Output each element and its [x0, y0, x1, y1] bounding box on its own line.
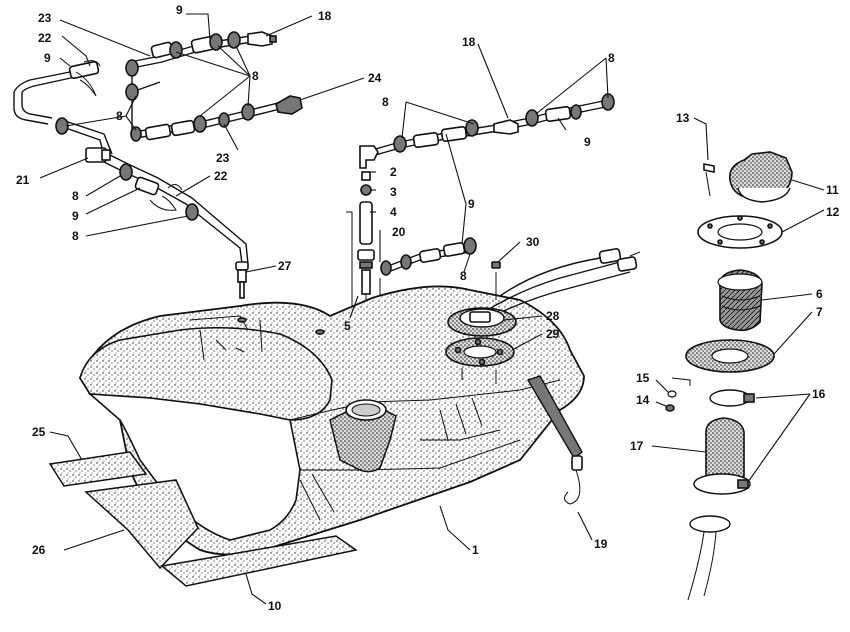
callout-14: 14 — [636, 393, 650, 407]
callout-20: 20 — [392, 225, 406, 239]
callout-23b: 23 — [216, 151, 230, 165]
callout-22a: 22 — [38, 31, 52, 45]
callout-27: 27 — [278, 259, 292, 273]
callout-8f: 8 — [382, 95, 389, 109]
callout-29: 29 — [546, 327, 560, 341]
callout-8d: 8 — [72, 229, 79, 243]
callout-6: 6 — [816, 287, 823, 301]
callout-8a: 8 — [252, 69, 259, 83]
callout-9b: 9 — [176, 3, 183, 17]
callout-9d: 9 — [584, 135, 591, 149]
callout-9e: 9 — [468, 197, 475, 211]
callout-23a: 23 — [38, 11, 52, 25]
callout-8b: 8 — [116, 109, 123, 123]
callout-labels: 23 22 9 9 18 8 8 24 23 21 8 22 9 8 18 8 … — [16, 3, 840, 613]
callout-3: 3 — [390, 185, 397, 199]
callout-10: 10 — [268, 599, 282, 613]
callout-2: 2 — [390, 165, 397, 179]
callout-11: 11 — [826, 183, 839, 197]
mounting-pads — [48, 451, 358, 587]
callout-5: 5 — [344, 319, 351, 333]
callout-18a: 18 — [318, 9, 332, 23]
center-fuel-line-assembly — [317, 93, 615, 383]
callout-13: 13 — [676, 111, 690, 125]
callout-8g: 8 — [460, 269, 467, 283]
leader-lines — [39, 13, 825, 605]
callout-18b: 18 — [462, 35, 476, 49]
callout-8c: 8 — [72, 189, 79, 203]
callout-12: 12 — [826, 205, 840, 219]
callout-17: 17 — [630, 439, 644, 453]
callout-19: 19 — [594, 537, 608, 551]
callout-30: 30 — [526, 235, 540, 249]
callout-4: 4 — [390, 205, 397, 219]
fuel-sender-assembly — [445, 248, 641, 384]
callout-28: 28 — [546, 309, 560, 323]
callout-26: 26 — [32, 543, 46, 557]
callout-21: 21 — [16, 173, 30, 187]
callout-1: 1 — [472, 543, 479, 557]
strap-hook — [526, 375, 583, 505]
callout-24: 24 — [368, 71, 382, 85]
callout-9a: 9 — [44, 51, 51, 65]
callout-16: 16 — [812, 387, 826, 401]
callout-25: 25 — [32, 425, 46, 439]
callout-15: 15 — [636, 371, 650, 385]
filler-neck-assembly — [665, 151, 793, 601]
callout-8e: 8 — [608, 51, 615, 65]
callout-9c: 9 — [72, 209, 79, 223]
left-fuel-line-assembly — [13, 31, 303, 299]
callout-22b: 22 — [214, 169, 228, 183]
callout-7: 7 — [816, 305, 823, 319]
